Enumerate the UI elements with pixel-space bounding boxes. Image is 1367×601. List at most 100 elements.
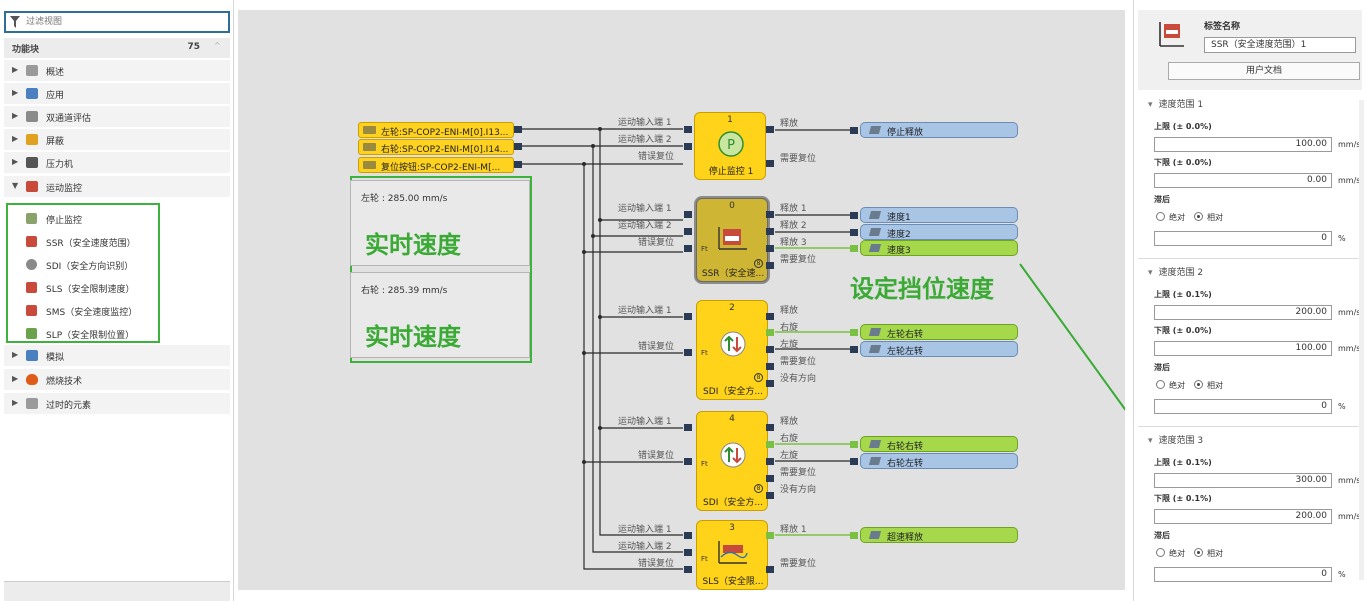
tree-item-sdi[interactable]: SDI（安全方向识别） <box>8 253 158 276</box>
function-block-sdi-4[interactable]: 4 Ft 8 SDI（安全方... <box>696 411 768 511</box>
input-port[interactable] <box>684 349 692 356</box>
function-block-standstill[interactable]: 1 P 停止监控 1 <box>694 112 766 180</box>
expand-arrow-icon[interactable]: ▶ <box>12 65 19 74</box>
tree-category-dual-channel[interactable]: ▶ 双通道评估 <box>4 106 230 128</box>
expand-arrow-icon[interactable]: ▶ <box>12 88 19 97</box>
input-port[interactable] <box>850 212 858 219</box>
output-port[interactable] <box>766 363 774 370</box>
input-port[interactable] <box>850 532 858 539</box>
input-port[interactable] <box>684 458 692 465</box>
upper-limit-field[interactable]: 200.00 <box>1154 305 1332 320</box>
absolute-radio[interactable] <box>1156 548 1165 557</box>
output-left-wheel-left[interactable]: 左轮左转 <box>860 341 1018 357</box>
output-port[interactable] <box>766 160 774 167</box>
expand-arrow-icon[interactable]: ▶ <box>12 374 19 383</box>
output-port[interactable] <box>766 441 774 448</box>
function-block-header[interactable]: 功能块 75 ⌃ <box>4 38 230 58</box>
lower-limit-field[interactable]: 200.00 <box>1154 509 1332 524</box>
expand-arrow-icon[interactable]: ▶ <box>12 398 19 407</box>
relative-radio[interactable] <box>1194 548 1203 557</box>
relative-radio[interactable] <box>1194 212 1203 221</box>
output-port[interactable] <box>766 262 774 269</box>
output-speed-1[interactable]: 速度1 <box>860 207 1018 223</box>
tree-category-combustion[interactable]: ▶ 燃烧技术 <box>4 369 230 391</box>
logic-canvas[interactable]: 左轮:SP-COP2-ENI-M[0].I13... 右轮:SP-COP2-EN… <box>238 10 1125 590</box>
output-left-wheel-right[interactable]: 左轮右转 <box>860 324 1018 340</box>
input-reset-button[interactable]: 复位按钮:SP-COP2-ENI-M[... <box>358 157 514 173</box>
input-port[interactable] <box>850 229 858 236</box>
input-port[interactable] <box>850 245 858 252</box>
lower-limit-field[interactable]: 100.00 <box>1154 341 1332 356</box>
output-port[interactable] <box>514 161 522 168</box>
tree-item-standstill[interactable]: 停止监控 <box>8 207 158 230</box>
input-port[interactable] <box>684 424 692 431</box>
output-port[interactable] <box>766 245 774 252</box>
output-port[interactable] <box>766 126 774 133</box>
input-left-wheel[interactable]: 左轮:SP-COP2-ENI-M[0].I13... <box>358 122 514 138</box>
expand-arrow-icon[interactable]: ▶ <box>12 134 19 143</box>
upper-limit-field[interactable]: 100.00 <box>1154 137 1332 152</box>
absolute-radio[interactable] <box>1156 380 1165 389</box>
function-block-sls[interactable]: 3 Ft SLS（安全限... <box>696 520 768 590</box>
lower-limit-field[interactable]: 0.00 <box>1154 173 1332 188</box>
relative-radio[interactable] <box>1194 380 1203 389</box>
input-port[interactable] <box>684 313 692 320</box>
expand-arrow-icon[interactable]: ▶ <box>12 350 19 359</box>
tree-item-slp[interactable]: SLP（安全限制位置） <box>8 322 158 345</box>
expand-arrow-icon[interactable]: ▶ <box>12 111 19 120</box>
input-port[interactable] <box>684 566 692 573</box>
output-port[interactable] <box>766 458 774 465</box>
output-port[interactable] <box>766 313 774 320</box>
input-port[interactable] <box>684 126 692 133</box>
tree-category-application[interactable]: ▶ 应用 <box>4 83 230 105</box>
tree-item-sms[interactable]: SMS（安全速度监控） <box>8 299 158 322</box>
output-overspeed-release[interactable]: 超速释放 <box>860 527 1018 543</box>
output-port[interactable] <box>766 211 774 218</box>
output-port[interactable] <box>766 380 774 387</box>
output-right-wheel-right[interactable]: 右轮右转 <box>860 436 1018 452</box>
output-port[interactable] <box>766 532 774 539</box>
output-standstill-release[interactable]: 停止释放 <box>860 122 1018 138</box>
output-port[interactable] <box>766 346 774 353</box>
output-speed-3[interactable]: 速度3 <box>860 240 1018 256</box>
tag-name-field[interactable]: SSR（安全速度范围）1 <box>1204 37 1356 53</box>
output-right-wheel-left[interactable]: 右轮左转 <box>860 453 1018 469</box>
output-port[interactable] <box>766 424 774 431</box>
function-block-sdi-2[interactable]: 2 Ft 8 SDI（安全方... <box>696 300 768 400</box>
properties-scrollbar[interactable] <box>1359 100 1364 580</box>
collapse-arrow-icon[interactable]: ▼ <box>12 181 19 190</box>
hysteresis-field[interactable]: 0 <box>1154 399 1332 414</box>
input-port[interactable] <box>850 441 858 448</box>
filter-input[interactable] <box>24 13 224 31</box>
input-right-wheel[interactable]: 右轮:SP-COP2-ENI-M[0].I14... <box>358 139 514 155</box>
input-port[interactable] <box>850 329 858 336</box>
input-port[interactable] <box>684 549 692 556</box>
input-port[interactable] <box>684 143 692 150</box>
tree-item-ssr[interactable]: SSR（安全速度范围） <box>8 230 158 253</box>
output-port[interactable] <box>514 126 522 133</box>
output-port[interactable] <box>766 492 774 499</box>
input-port[interactable] <box>684 228 692 235</box>
expand-arrow-icon[interactable]: ▶ <box>12 157 19 166</box>
output-speed-2[interactable]: 速度2 <box>860 224 1018 240</box>
output-port[interactable] <box>766 475 774 482</box>
speed-range-2-header[interactable]: 速度范围 2 <box>1148 265 1204 278</box>
input-port[interactable] <box>850 127 858 134</box>
output-port[interactable] <box>766 329 774 336</box>
input-port[interactable] <box>684 532 692 539</box>
tree-category-muting[interactable]: ▶ 屏蔽 <box>4 129 230 151</box>
hysteresis-field[interactable]: 0 <box>1154 231 1332 246</box>
output-port[interactable] <box>766 566 774 573</box>
tree-category-overview[interactable]: ▶ 概述 <box>4 60 230 82</box>
speed-range-3-header[interactable]: 速度范围 3 <box>1148 433 1204 446</box>
speed-range-1-header[interactable]: 速度范围 1 <box>1148 97 1204 110</box>
filter-box[interactable] <box>4 11 230 33</box>
function-block-ssr[interactable]: 0 Ft 8 SSR（安全速... <box>696 198 768 282</box>
output-port[interactable] <box>514 143 522 150</box>
absolute-radio[interactable] <box>1156 212 1165 221</box>
input-port[interactable] <box>850 346 858 353</box>
input-port[interactable] <box>684 245 692 252</box>
tree-category-press[interactable]: ▶ 压力机 <box>4 152 230 174</box>
tree-category-analog[interactable]: ▶ 模拟 <box>4 345 230 367</box>
chevron-up-icon[interactable]: ⌃ <box>212 40 222 53</box>
